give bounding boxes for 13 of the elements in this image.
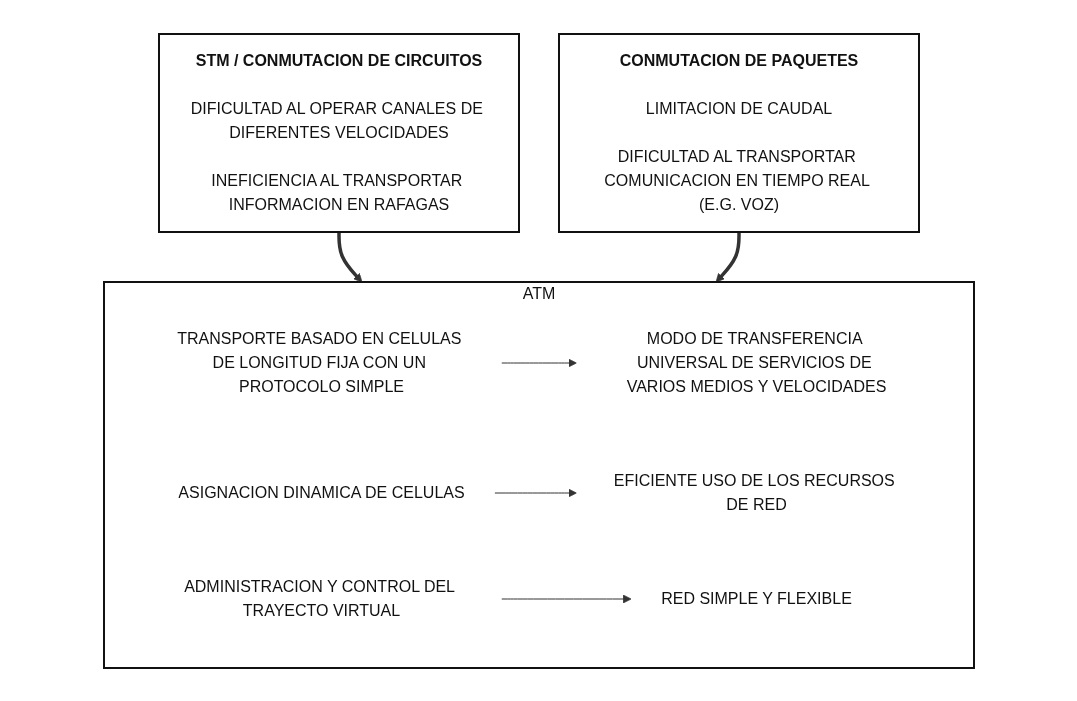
node-text: MODO DE TRANSFERENCIA UNIVERSAL DE SERVICIOS DE VARIOS MEDIOS Y VELOCIDADES — [626, 329, 886, 395]
node-box: STM / CONMUTACION DE CIRCUITOS DIFICULTAD AL OPERAR CANALES DE DIFERENTES VELOCIDADES INEFICIENCIA AL TRANSPORTAR INFORMACION EN RAFAGAS — [157, 32, 520, 233]
node-text: ASIGNACION DINAMICA DE CELULAS — [177, 483, 465, 501]
arrow — [500, 358, 577, 367]
node-text: TRANSPORTE BASADO EN CELULAS DE LONGITUD FIJA CON UN PROTOCOLO SIMPLE — [176, 329, 461, 395]
node-text: RED SIMPLE Y FLEXIBLE — [660, 589, 852, 607]
node-text: EFICIENTE USO DE LOS RECURSOS DE RED — [613, 471, 895, 513]
arrow — [500, 594, 632, 603]
arrow — [493, 488, 577, 497]
arrow — [715, 231, 741, 282]
arrow — [336, 231, 362, 282]
node-box: CONMUTACION DE PAQUETES LIMITACION DE CAUDAL DIFICULTAD AL TRANSPORTAR COMUNICACION EN TIEMPO REAL (E.G. VOZ) — [557, 32, 920, 233]
node-text: ADMINISTRACION Y CONTROL DEL TRAYECTO VIRTUAL — [183, 577, 454, 619]
